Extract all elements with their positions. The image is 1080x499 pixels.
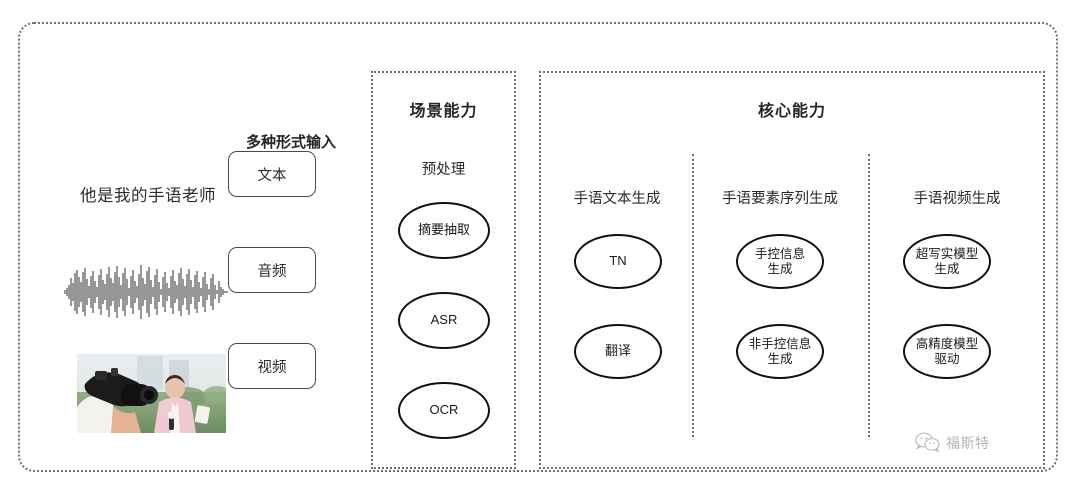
scene-node-summary-extraction[interactable]: 摘要抽取 (398, 202, 490, 259)
core-node-manual-feature-generation-label: 手控信息 生成 (754, 247, 805, 276)
watermark: 福斯特 (915, 432, 990, 453)
core-node-tn[interactable]: TN (574, 234, 662, 289)
scene-node-asr[interactable]: ASR (398, 292, 490, 349)
scene-node-ocr-label: OCR (429, 402, 459, 418)
core-column-divider-1 (692, 154, 694, 437)
core-column-heading-sign-element-sequence: 手语要素序列生成 (722, 191, 838, 207)
scene-capability-panel: 场景能力 预处理 摘要抽取 ASR OCR (371, 71, 516, 469)
core-node-non-manual-feature-generation[interactable]: 非手控信息 生成 (736, 324, 824, 379)
core-capability-panel: 核心能力 手语文本生成 TN 翻译 手语要素序列生成 手控信息 生成 非手控信息… (539, 71, 1045, 469)
core-capability-title: 核心能力 (757, 103, 826, 120)
input-section-label: 多种形式输入 (245, 134, 336, 151)
input-chip-video[interactable]: 视频 (228, 343, 316, 389)
input-chip-video-label: 视频 (257, 359, 287, 376)
input-chip-audio-label: 音频 (257, 263, 287, 280)
core-node-photoreal-model-generation-label: 超写实模型 生成 (915, 247, 979, 276)
core-node-non-manual-feature-generation-label: 非手控信息 生成 (748, 337, 812, 366)
input-chip-text[interactable]: 文本 (228, 151, 316, 197)
input-chip-text-label: 文本 (257, 167, 287, 184)
scene-node-summary-extraction-label: 摘要抽取 (417, 222, 470, 238)
core-column-heading-sign-video: 手语视频生成 (913, 191, 1001, 207)
core-node-high-precision-model-driving[interactable]: 高精度模型 驱动 (903, 324, 991, 379)
sample-sentence-text: 他是我的手语老师 (80, 187, 216, 205)
core-node-manual-feature-generation[interactable]: 手控信息 生成 (736, 234, 824, 289)
core-node-photoreal-model-generation[interactable]: 超写实模型 生成 (903, 234, 991, 289)
audio-waveform-icon (64, 264, 228, 320)
core-node-translation[interactable]: 翻译 (574, 324, 662, 379)
scene-capability-title: 场景能力 (409, 103, 478, 120)
wechat-icon (915, 432, 940, 453)
scene-node-asr-label: ASR (430, 312, 458, 328)
core-column-heading-sign-text: 手语文本生成 (573, 191, 661, 207)
scene-group-label-preprocess: 预处理 (421, 162, 466, 178)
video-thumbnail (77, 354, 226, 433)
core-node-tn-label: TN (609, 253, 627, 269)
scene-node-ocr[interactable]: OCR (398, 382, 490, 439)
diagram-outer-frame: 多种形式输入 他是我的手语老师 (18, 22, 1058, 472)
core-node-translation-label: 翻译 (604, 343, 631, 359)
watermark-text: 福斯特 (946, 435, 990, 452)
core-column-divider-2 (868, 154, 870, 437)
core-node-high-precision-model-driving-label: 高精度模型 驱动 (915, 337, 979, 366)
input-chip-audio[interactable]: 音频 (228, 247, 316, 293)
